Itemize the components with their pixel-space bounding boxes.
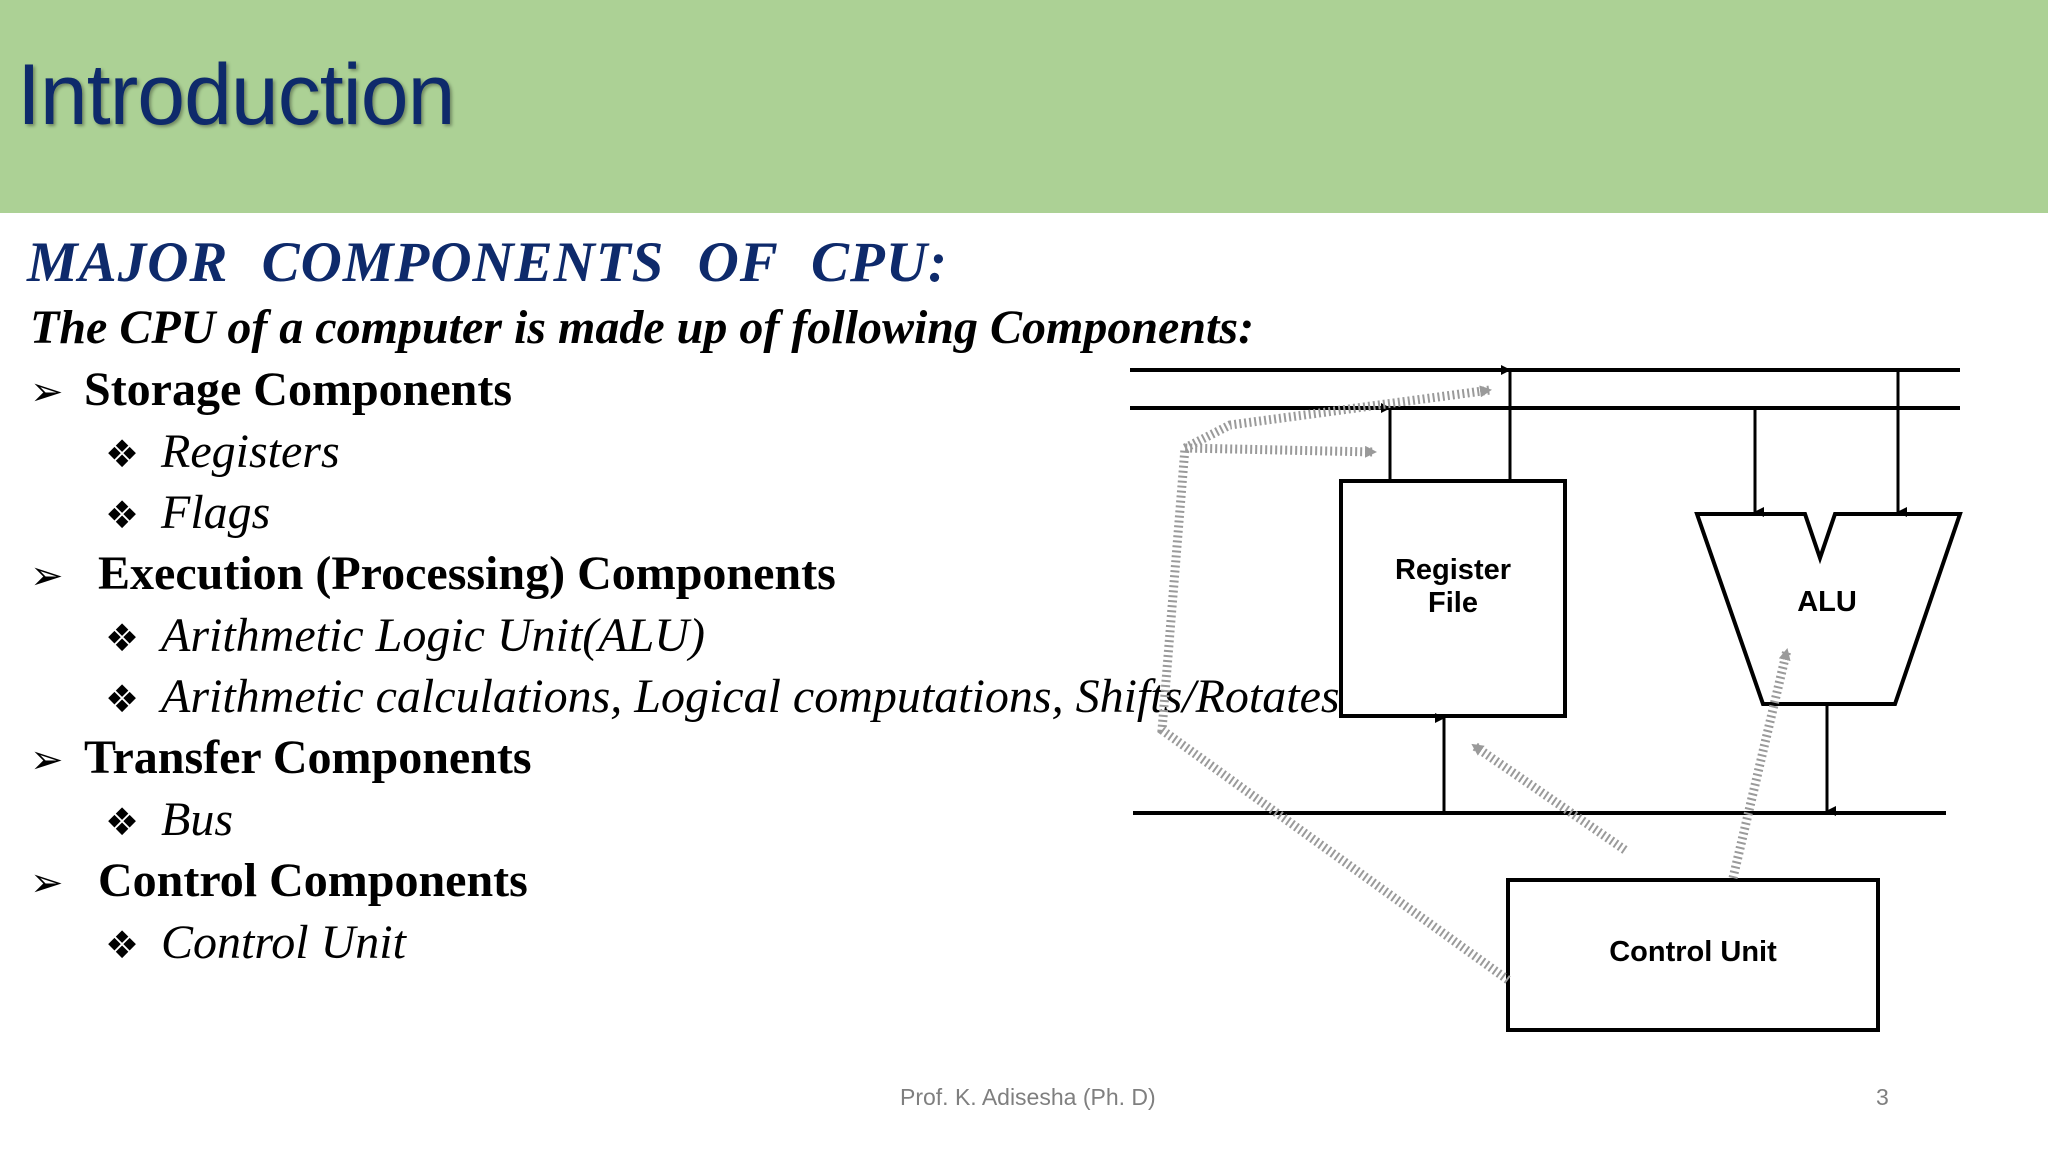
arrow-bullet-icon: ➢: [30, 737, 64, 783]
title-bar: Introduction: [0, 0, 2048, 213]
register-file-box: [1339, 479, 1567, 718]
control-signal-arrow: [1470, 741, 1628, 854]
control-signal-arrow: [1182, 385, 1492, 453]
control-unit-label: Control Unit: [1609, 936, 1777, 968]
sub-bullet-control-unit: ❖ Control Unit: [105, 915, 406, 970]
diamond-bullet-icon: ❖: [105, 493, 140, 537]
diamond-bullet-icon: ❖: [105, 923, 140, 967]
bullet-label: Transfer Components: [84, 731, 532, 784]
bullet-label: Control Components: [98, 854, 528, 907]
arrow-bullet-icon: ➢: [30, 369, 64, 415]
page-number: 3: [1876, 1084, 1889, 1110]
diamond-bullet-icon: ❖: [105, 432, 140, 476]
sub-bullet-registers: ❖ Registers: [105, 424, 340, 479]
alu-label: ALU: [1797, 586, 1857, 618]
sub-bullet-label: Arithmetic Logic Unit(ALU): [161, 609, 705, 662]
footer-author: Prof. K. Adisesha (Ph. D): [900, 1084, 1156, 1110]
arrow-bullet-icon: ➢: [30, 860, 64, 906]
sub-bullet-label: Bus: [161, 793, 233, 846]
sub-bullet-label: Arithmetic calculations, Logical computa…: [161, 670, 1340, 723]
bullet-storage-components: ➢ Storage Components: [30, 362, 512, 417]
sub-bullet-bus: ❖ Bus: [105, 792, 233, 847]
intro-text: The CPU of a computer is made up of foll…: [30, 301, 1255, 354]
control-unit-box: [1506, 878, 1880, 1032]
slide-title: Introduction: [17, 47, 455, 143]
sub-bullet-label: Control Unit: [161, 916, 406, 969]
sub-bullet-alu: ❖ Arithmetic Logic Unit(ALU): [105, 608, 705, 663]
bullet-transfer-components: ➢ Transfer Components: [30, 730, 532, 785]
diamond-bullet-icon: ❖: [105, 800, 140, 844]
bullet-control-components: ➢ Control Components: [30, 853, 528, 908]
bullet-label: Storage Components: [84, 363, 512, 416]
section-heading: MAJOR COMPONENTS OF CPU:: [27, 231, 948, 294]
control-signal-arrow: [1728, 648, 1792, 880]
diamond-bullet-icon: ❖: [105, 616, 140, 660]
sub-bullet-label: Registers: [161, 425, 340, 478]
sub-bullet-arithmetic-calculations: ❖ Arithmetic calculations, Logical comput…: [105, 669, 1340, 724]
bullet-execution-components: ➢ Execution (Processing) Components: [30, 546, 836, 601]
sub-bullet-flags: ❖ Flags: [105, 485, 270, 540]
register-file-label-line2: File: [1428, 587, 1478, 619]
bullet-label: Execution (Processing) Components: [98, 547, 836, 600]
register-file-label-line1: Register: [1395, 554, 1511, 586]
diamond-bullet-icon: ❖: [105, 677, 140, 721]
arrow-bullet-icon: ➢: [30, 553, 64, 599]
sub-bullet-label: Flags: [161, 486, 271, 539]
